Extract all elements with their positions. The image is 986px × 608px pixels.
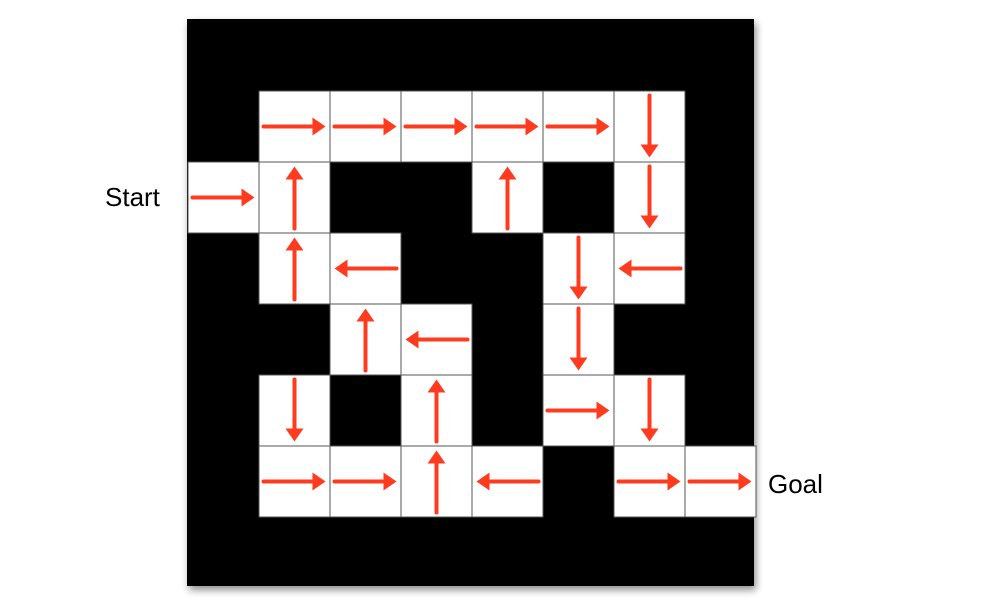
arrow-up-icon — [356, 308, 375, 373]
arrow-left-icon — [334, 259, 399, 278]
arrow-right-icon — [545, 117, 610, 136]
arrow-up-icon — [427, 450, 446, 515]
arrow-down-icon — [569, 235, 588, 300]
arrow-left-icon — [618, 259, 683, 278]
arrow-right-icon — [616, 472, 681, 491]
arrow-right-icon — [403, 117, 468, 136]
arrow-right-icon — [332, 117, 397, 136]
arrow-right-icon — [261, 472, 326, 491]
arrow-left-icon — [476, 472, 541, 491]
arrow-up-icon — [498, 166, 517, 231]
arrow-left-icon — [405, 330, 470, 349]
arrow-down-icon — [285, 377, 304, 442]
policy-arrows — [190, 93, 752, 515]
arrow-up-icon — [427, 379, 446, 444]
start-label: Start — [105, 182, 160, 212]
arrow-down-icon — [640, 164, 659, 229]
arrow-right-icon — [545, 401, 610, 420]
arrow-right-icon — [332, 472, 397, 491]
arrow-down-icon — [640, 377, 659, 442]
goal-label: Goal — [768, 469, 823, 499]
arrow-right-icon — [261, 117, 326, 136]
arrow-right-icon — [474, 117, 539, 136]
arrow-right-icon — [687, 472, 752, 491]
arrow-down-icon — [640, 93, 659, 158]
arrow-up-icon — [285, 166, 304, 231]
maze-cells — [187, 90, 757, 518]
arrow-right-icon — [190, 188, 255, 207]
arrow-up-icon — [285, 237, 304, 302]
arrow-down-icon — [569, 306, 588, 371]
